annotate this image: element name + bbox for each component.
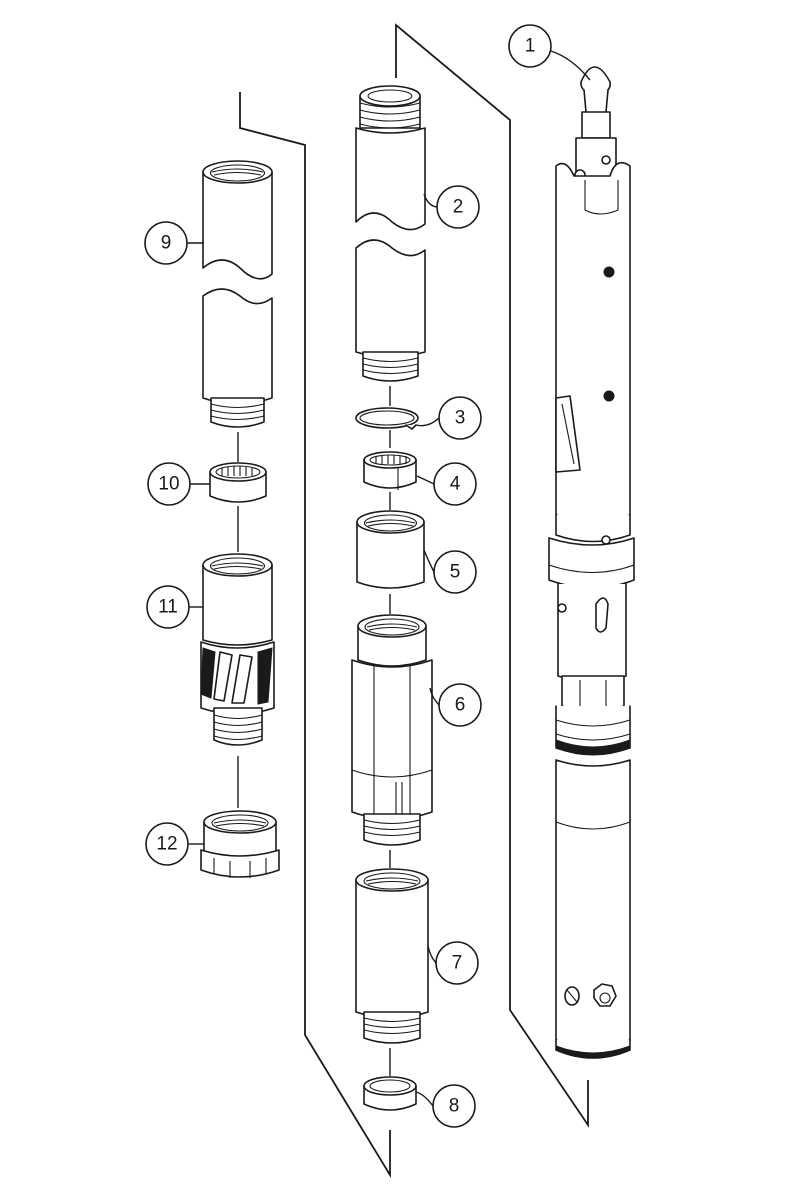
callout-8: 8	[415, 1084, 476, 1128]
callout-11: 11	[146, 585, 203, 629]
part-6-inner-tube-head	[351, 614, 433, 846]
callout-2: 2	[423, 185, 480, 229]
callout-7-label: 7	[452, 953, 463, 974]
part-3-snap-ring	[355, 407, 419, 430]
callout-3: 3	[415, 396, 482, 440]
right-frame-line	[395, 23, 589, 1128]
callout-9-label: 9	[161, 233, 172, 254]
callout-12: 12	[145, 822, 204, 866]
part-2-tube	[355, 85, 426, 382]
callout-11-label: 11	[158, 597, 178, 618]
callout-8-label: 8	[449, 1096, 460, 1117]
part-11-reamer	[200, 553, 275, 746]
part-7-adapter	[355, 868, 429, 1044]
part-8-stop-ring	[363, 1076, 417, 1111]
callout-2-label: 2	[453, 197, 464, 218]
callout-10-label: 10	[158, 474, 179, 495]
callout-10: 10	[147, 462, 210, 506]
callout-7: 7	[427, 941, 479, 985]
callout-12-label: 12	[156, 834, 177, 855]
part-9-tube	[202, 160, 273, 428]
part-12-crown	[200, 810, 280, 878]
left-frame-line	[239, 92, 391, 1179]
callout-5-label: 5	[450, 562, 461, 583]
part-1-inner-tube-assembly	[548, 66, 635, 1059]
callout-5: 5	[423, 549, 477, 594]
callout-1-label: 1	[525, 36, 536, 57]
part-5-lifter-case	[356, 510, 425, 589]
callout-6: 6	[429, 683, 482, 727]
callout-4-label: 4	[450, 474, 461, 495]
callout-4: 4	[416, 462, 477, 506]
callout-6-label: 6	[455, 695, 466, 716]
part-4-lifter	[363, 451, 417, 490]
callout-9: 9	[144, 221, 204, 265]
callout-1: 1	[508, 24, 591, 81]
assembly-frame-lines	[239, 23, 589, 1179]
part-10-ring	[209, 462, 267, 503]
callout-3-label: 3	[455, 408, 466, 429]
